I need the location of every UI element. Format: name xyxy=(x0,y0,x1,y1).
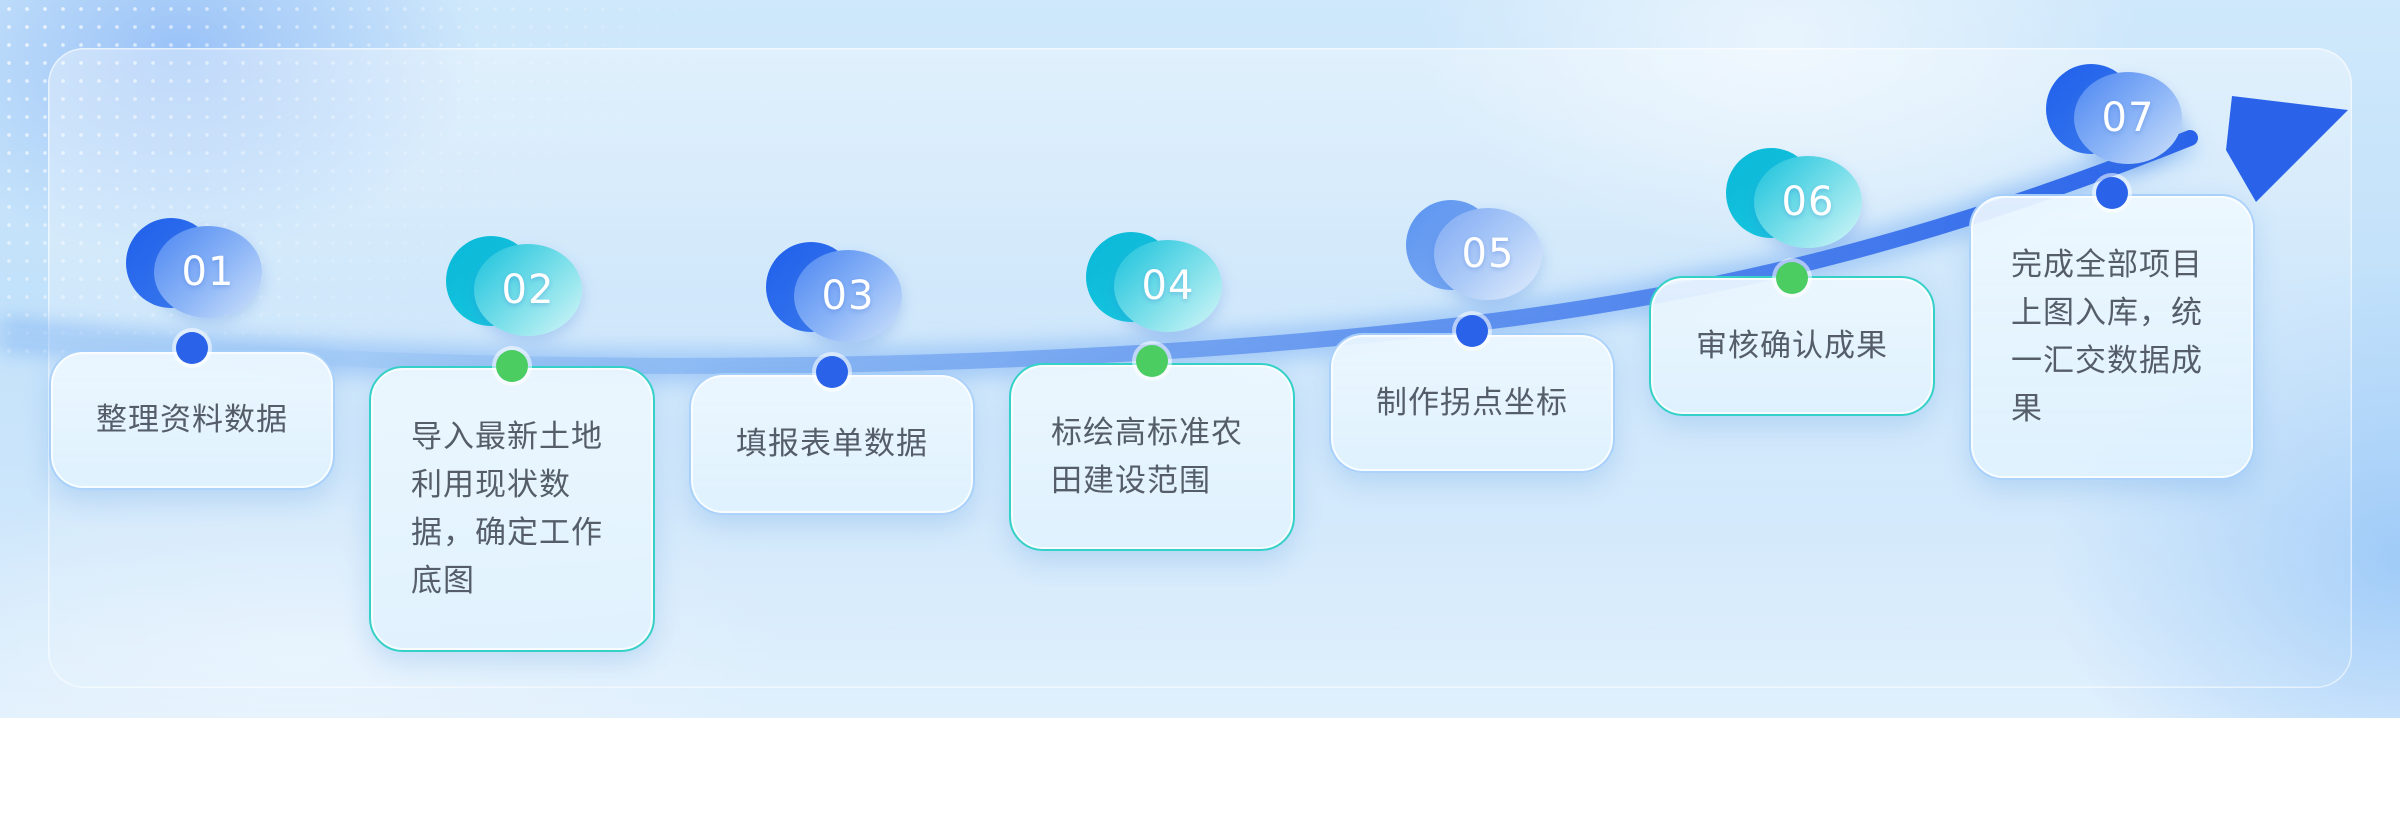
step-number: 03 xyxy=(821,273,875,319)
step-card-07: 完成全部项目上图入库，统一汇交数据成果 xyxy=(1969,194,2255,480)
process-diagram: 整理资料数据 01 导入最新土地利用现状数据，确定工作底图 02 填报表单数据 03 标绘高… xyxy=(0,0,2400,718)
step-number: 04 xyxy=(1141,263,1195,309)
curve-band xyxy=(0,130,2198,374)
step-card-03: 填报表单数据 xyxy=(689,373,975,515)
step-number: 06 xyxy=(1781,179,1835,225)
step-badge-04: 04 xyxy=(1086,232,1222,332)
step-card-04: 标绘高标准农田建设范围 xyxy=(1009,363,1295,551)
badge-front-circle: 05 xyxy=(1434,208,1542,300)
badge-front-circle: 02 xyxy=(474,244,582,336)
badge-front-circle: 04 xyxy=(1114,240,1222,332)
step-marker-dot xyxy=(176,332,208,364)
step-badge-01: 01 xyxy=(126,218,262,318)
step-badge-02: 02 xyxy=(446,236,582,336)
step-marker-dot xyxy=(1136,345,1168,377)
step-marker-dot xyxy=(816,356,848,388)
step-text: 导入最新土地利用现状数据，确定工作底图 xyxy=(411,419,603,599)
badge-front-circle: 07 xyxy=(2074,72,2182,164)
step-badge-06: 06 xyxy=(1726,148,1862,248)
step-text: 整理资料数据 xyxy=(96,402,288,438)
badge-front-circle: 06 xyxy=(1754,156,1862,248)
step-marker-dot xyxy=(496,350,528,382)
step-text: 制作拐点坐标 xyxy=(1376,385,1568,421)
step-number: 01 xyxy=(181,249,235,295)
step-text: 标绘高标准农田建设范围 xyxy=(1051,415,1243,499)
step-marker-dot xyxy=(1776,262,1808,294)
step-number: 02 xyxy=(501,267,555,313)
step-number: 07 xyxy=(2101,95,2155,141)
step-card-01: 整理资料数据 xyxy=(49,350,335,490)
step-badge-07: 07 xyxy=(2046,64,2182,164)
badge-front-circle: 01 xyxy=(154,226,262,318)
step-marker-dot xyxy=(1456,315,1488,347)
badge-front-circle: 03 xyxy=(794,250,902,342)
step-text: 审核确认成果 xyxy=(1696,328,1888,364)
step-text: 完成全部项目上图入库，统一汇交数据成果 xyxy=(2011,247,2203,427)
arrow-head xyxy=(2226,96,2348,202)
step-marker-dot xyxy=(2096,177,2128,209)
step-badge-05: 05 xyxy=(1406,200,1542,300)
step-card-06: 审核确认成果 xyxy=(1649,276,1935,416)
progress-curve xyxy=(0,96,2348,383)
step-number: 05 xyxy=(1461,231,1515,277)
step-text: 填报表单数据 xyxy=(736,426,928,462)
dot-pattern xyxy=(0,0,760,360)
step-card-05: 制作拐点坐标 xyxy=(1329,333,1615,473)
step-card-02: 导入最新土地利用现状数据，确定工作底图 xyxy=(369,366,655,652)
step-badge-03: 03 xyxy=(766,242,902,342)
